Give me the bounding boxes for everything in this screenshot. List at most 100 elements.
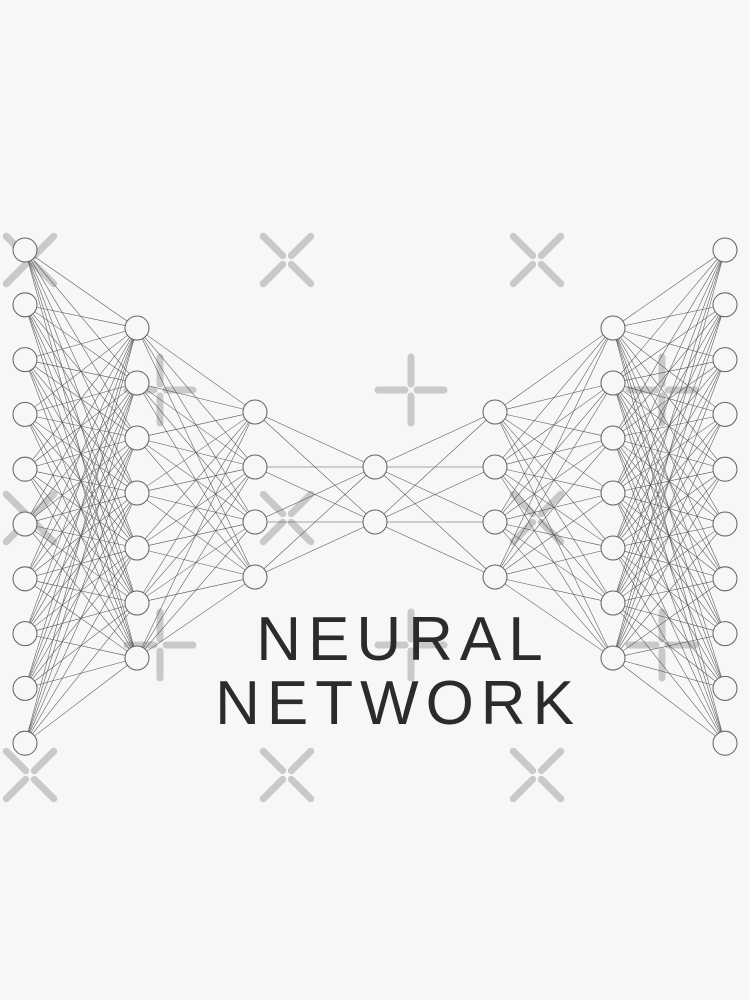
network-node (712, 456, 738, 482)
network-edge (148, 385, 244, 410)
network-edge (36, 330, 126, 357)
network-edge (263, 474, 367, 570)
network-node (362, 509, 388, 535)
network-edge (34, 665, 128, 737)
watermark-x-icon (259, 490, 315, 546)
network-node (600, 645, 626, 671)
network-edge (624, 635, 714, 656)
network-node (12, 511, 38, 537)
network-node (12, 237, 38, 263)
watermark-plus-icon (374, 608, 448, 682)
network-edge (504, 334, 604, 406)
network-node (482, 564, 508, 590)
network-node (124, 590, 150, 616)
network-nodes (12, 237, 738, 756)
network-node (12, 347, 38, 373)
network-edge (265, 526, 365, 573)
network-node (712, 347, 738, 373)
network-node (600, 425, 626, 451)
network-node (362, 454, 388, 480)
network-edge (618, 260, 720, 428)
network-edge (32, 612, 130, 734)
network-edge (502, 446, 606, 569)
network-node (712, 730, 738, 756)
network-edge (617, 425, 721, 648)
title-line-neural: NEURAL (256, 605, 550, 674)
network-edge (501, 393, 607, 567)
network-edge (383, 419, 487, 515)
network-edge (499, 338, 609, 567)
network-edge (146, 583, 246, 652)
network-node (12, 730, 38, 756)
network-node (600, 370, 626, 396)
network-node (12, 621, 38, 647)
network-node (242, 399, 268, 425)
network-node (482, 399, 508, 425)
network-node (124, 480, 150, 506)
network-node (712, 621, 738, 647)
watermark-x-icon (509, 747, 565, 803)
network-edge (616, 316, 722, 647)
watermark-plus-icon (123, 608, 197, 682)
network-edge (143, 422, 249, 593)
network-edge (506, 579, 602, 601)
watermark-x-icon (259, 232, 315, 288)
network-node (124, 315, 150, 341)
network-edge (34, 335, 128, 408)
network-edge (506, 550, 602, 575)
network-node (12, 566, 38, 592)
network-node (124, 425, 150, 451)
network-node (242, 454, 268, 480)
network-node (482, 454, 508, 480)
network-edge (30, 558, 132, 733)
network-edge (148, 414, 244, 436)
watermark-x-icon (259, 747, 315, 803)
network-edge (28, 339, 134, 623)
network-edge (622, 585, 716, 652)
network-edge (146, 334, 246, 406)
network-node (712, 511, 738, 537)
network-node (242, 564, 268, 590)
watermark-x-icon (509, 232, 565, 288)
network-edge (27, 339, 135, 732)
watermark-plus-icon (374, 353, 448, 427)
network-node (600, 315, 626, 341)
network-edge (28, 394, 134, 732)
network-node (124, 645, 150, 671)
network-edge (30, 338, 132, 514)
network-node (12, 401, 38, 427)
network-node (124, 370, 150, 396)
network-edge (615, 261, 723, 647)
network-edge (620, 259, 718, 374)
network-node (712, 237, 738, 263)
network-edge (143, 477, 249, 648)
network-edge (34, 256, 128, 322)
network-edge (501, 338, 607, 512)
network-edge (32, 337, 130, 460)
network-edge (144, 420, 248, 540)
network-edge (620, 533, 718, 649)
network-edge (504, 583, 604, 652)
network-edge (502, 336, 606, 459)
network-edge (265, 471, 365, 518)
network-edge (624, 660, 714, 686)
network-edge (385, 471, 485, 518)
watermark-x-icon (509, 490, 565, 546)
network-node (124, 535, 150, 561)
title-line-network: NETWORK (215, 669, 581, 738)
network-edge (385, 416, 485, 463)
network-node (712, 292, 738, 318)
network-node (712, 401, 738, 427)
network-node (482, 509, 508, 535)
network-node (712, 566, 738, 592)
network-edge (622, 665, 716, 737)
network-edge (385, 526, 485, 573)
network-edges (27, 256, 723, 737)
network-edge (616, 370, 722, 647)
network-edge (622, 256, 716, 322)
network-edge (28, 339, 134, 678)
network-node (12, 292, 38, 318)
network-edge (146, 418, 246, 487)
